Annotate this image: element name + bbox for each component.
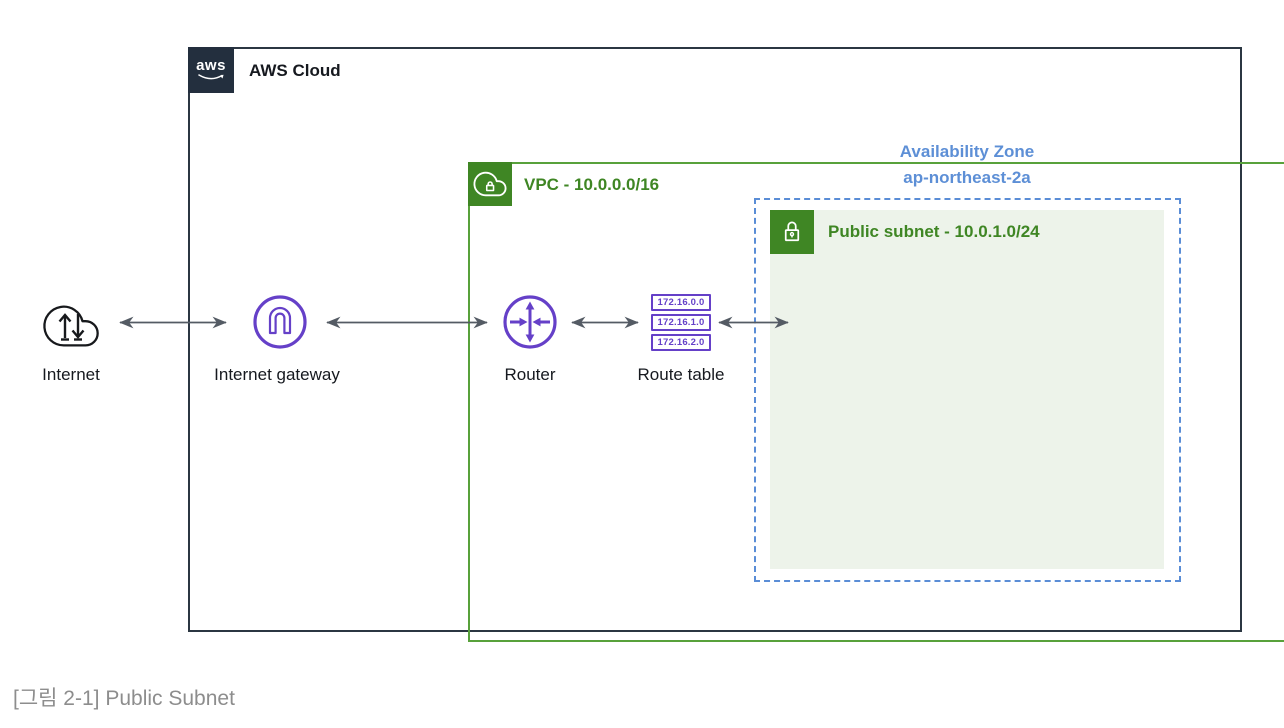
route-table-entry: 172.16.1.0: [651, 314, 711, 331]
vpc-title: VPC - 10.0.0.0/16: [524, 175, 660, 194]
router-icon: [503, 295, 557, 349]
figure-caption: [그림 2-1] Public Subnet: [13, 687, 235, 710]
aws-smile-swoosh: [198, 73, 224, 79]
route-table-entry: 172.16.2.0: [651, 334, 711, 351]
route-table-entry: 172.16.0.0: [651, 294, 711, 311]
vpc-cloud-lock-glyph: [473, 171, 507, 197]
aws-logo-text: aws: [196, 56, 226, 74]
internet-gateway-icon: [253, 295, 307, 349]
public-subnet-icon: [770, 210, 814, 254]
availability-zone-group: [754, 198, 1181, 582]
route-table-icon: 172.16.0.0 172.16.1.0 172.16.2.0: [651, 294, 711, 351]
vpc-group: VPC - 10.0.0.0/16: [468, 162, 1284, 642]
availability-zone-line2: ap-northeast-2a: [903, 168, 1031, 187]
aws-cloud-group: aws AWS Cloud VPC - 10.0.0.0/16 Availabi…: [188, 47, 1284, 642]
public-subnet-title: Public subnet - 10.0.1.0/24: [828, 222, 1040, 241]
route-table-label: Route table: [637, 365, 725, 384]
availability-zone-title: Availability Zone ap-northeast-2a: [900, 139, 1034, 191]
router-label: Router: [504, 365, 556, 384]
public-subnet-area: Public subnet - 10.0.1.0/24: [770, 210, 1164, 569]
vpc-icon: [468, 162, 512, 206]
aws-cloud-title: AWS Cloud: [249, 61, 341, 80]
internet-icon: [43, 305, 99, 347]
availability-zone-line1: Availability Zone: [899, 142, 1035, 161]
open-lock-glyph: [784, 221, 800, 242]
aws-logo-icon: aws: [188, 47, 234, 93]
internet-label: Internet: [42, 365, 100, 384]
internet-gateway-label: Internet gateway: [214, 365, 340, 384]
